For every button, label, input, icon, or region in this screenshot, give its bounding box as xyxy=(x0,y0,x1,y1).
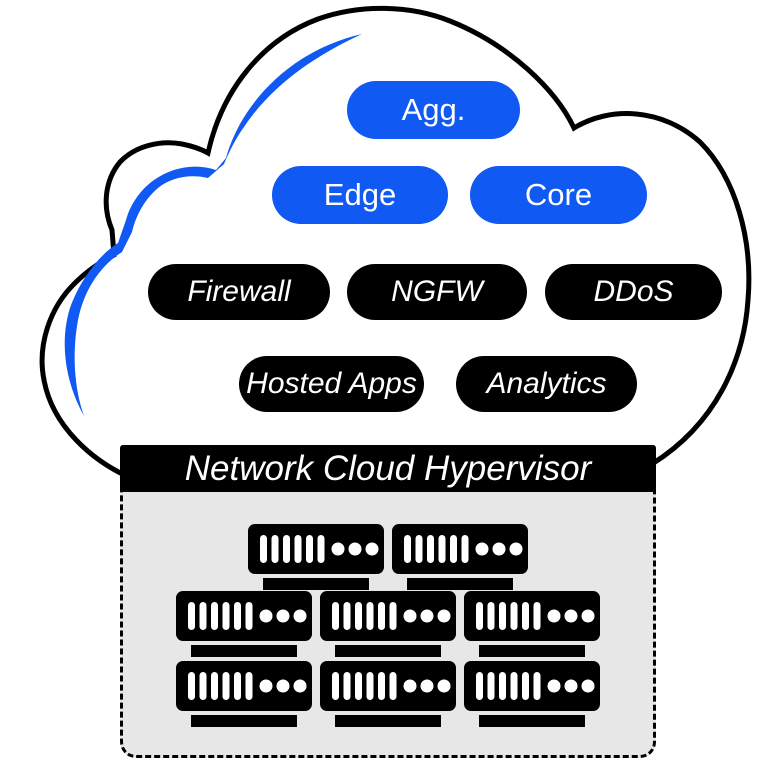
pill-firewall: Firewall xyxy=(148,264,330,320)
server-row xyxy=(123,591,653,657)
pill-ddos: DDoS xyxy=(545,264,722,320)
server-rack-icon xyxy=(176,661,312,727)
server-row xyxy=(123,524,653,590)
pill-hosted-apps: Hosted Apps xyxy=(239,356,424,412)
pill-analytics: Analytics xyxy=(456,356,637,412)
server-rack-icon xyxy=(464,591,600,657)
server-pool-panel xyxy=(120,466,656,758)
pill-core: Core xyxy=(470,166,647,224)
server-rack-icon xyxy=(392,524,528,590)
server-row xyxy=(123,661,653,727)
pill-ngfw: NGFW xyxy=(347,264,527,320)
pill-agg: Agg. xyxy=(347,81,520,139)
server-rack-icon xyxy=(320,661,456,727)
server-rack-icon xyxy=(320,591,456,657)
hypervisor-bar: Network Cloud Hypervisor xyxy=(120,445,656,492)
hypervisor-label: Network Cloud Hypervisor xyxy=(184,448,592,488)
pill-edge: Edge xyxy=(272,166,448,224)
server-rack-icon xyxy=(176,591,312,657)
server-rack-icon xyxy=(464,661,600,727)
server-rack-icon xyxy=(248,524,384,590)
